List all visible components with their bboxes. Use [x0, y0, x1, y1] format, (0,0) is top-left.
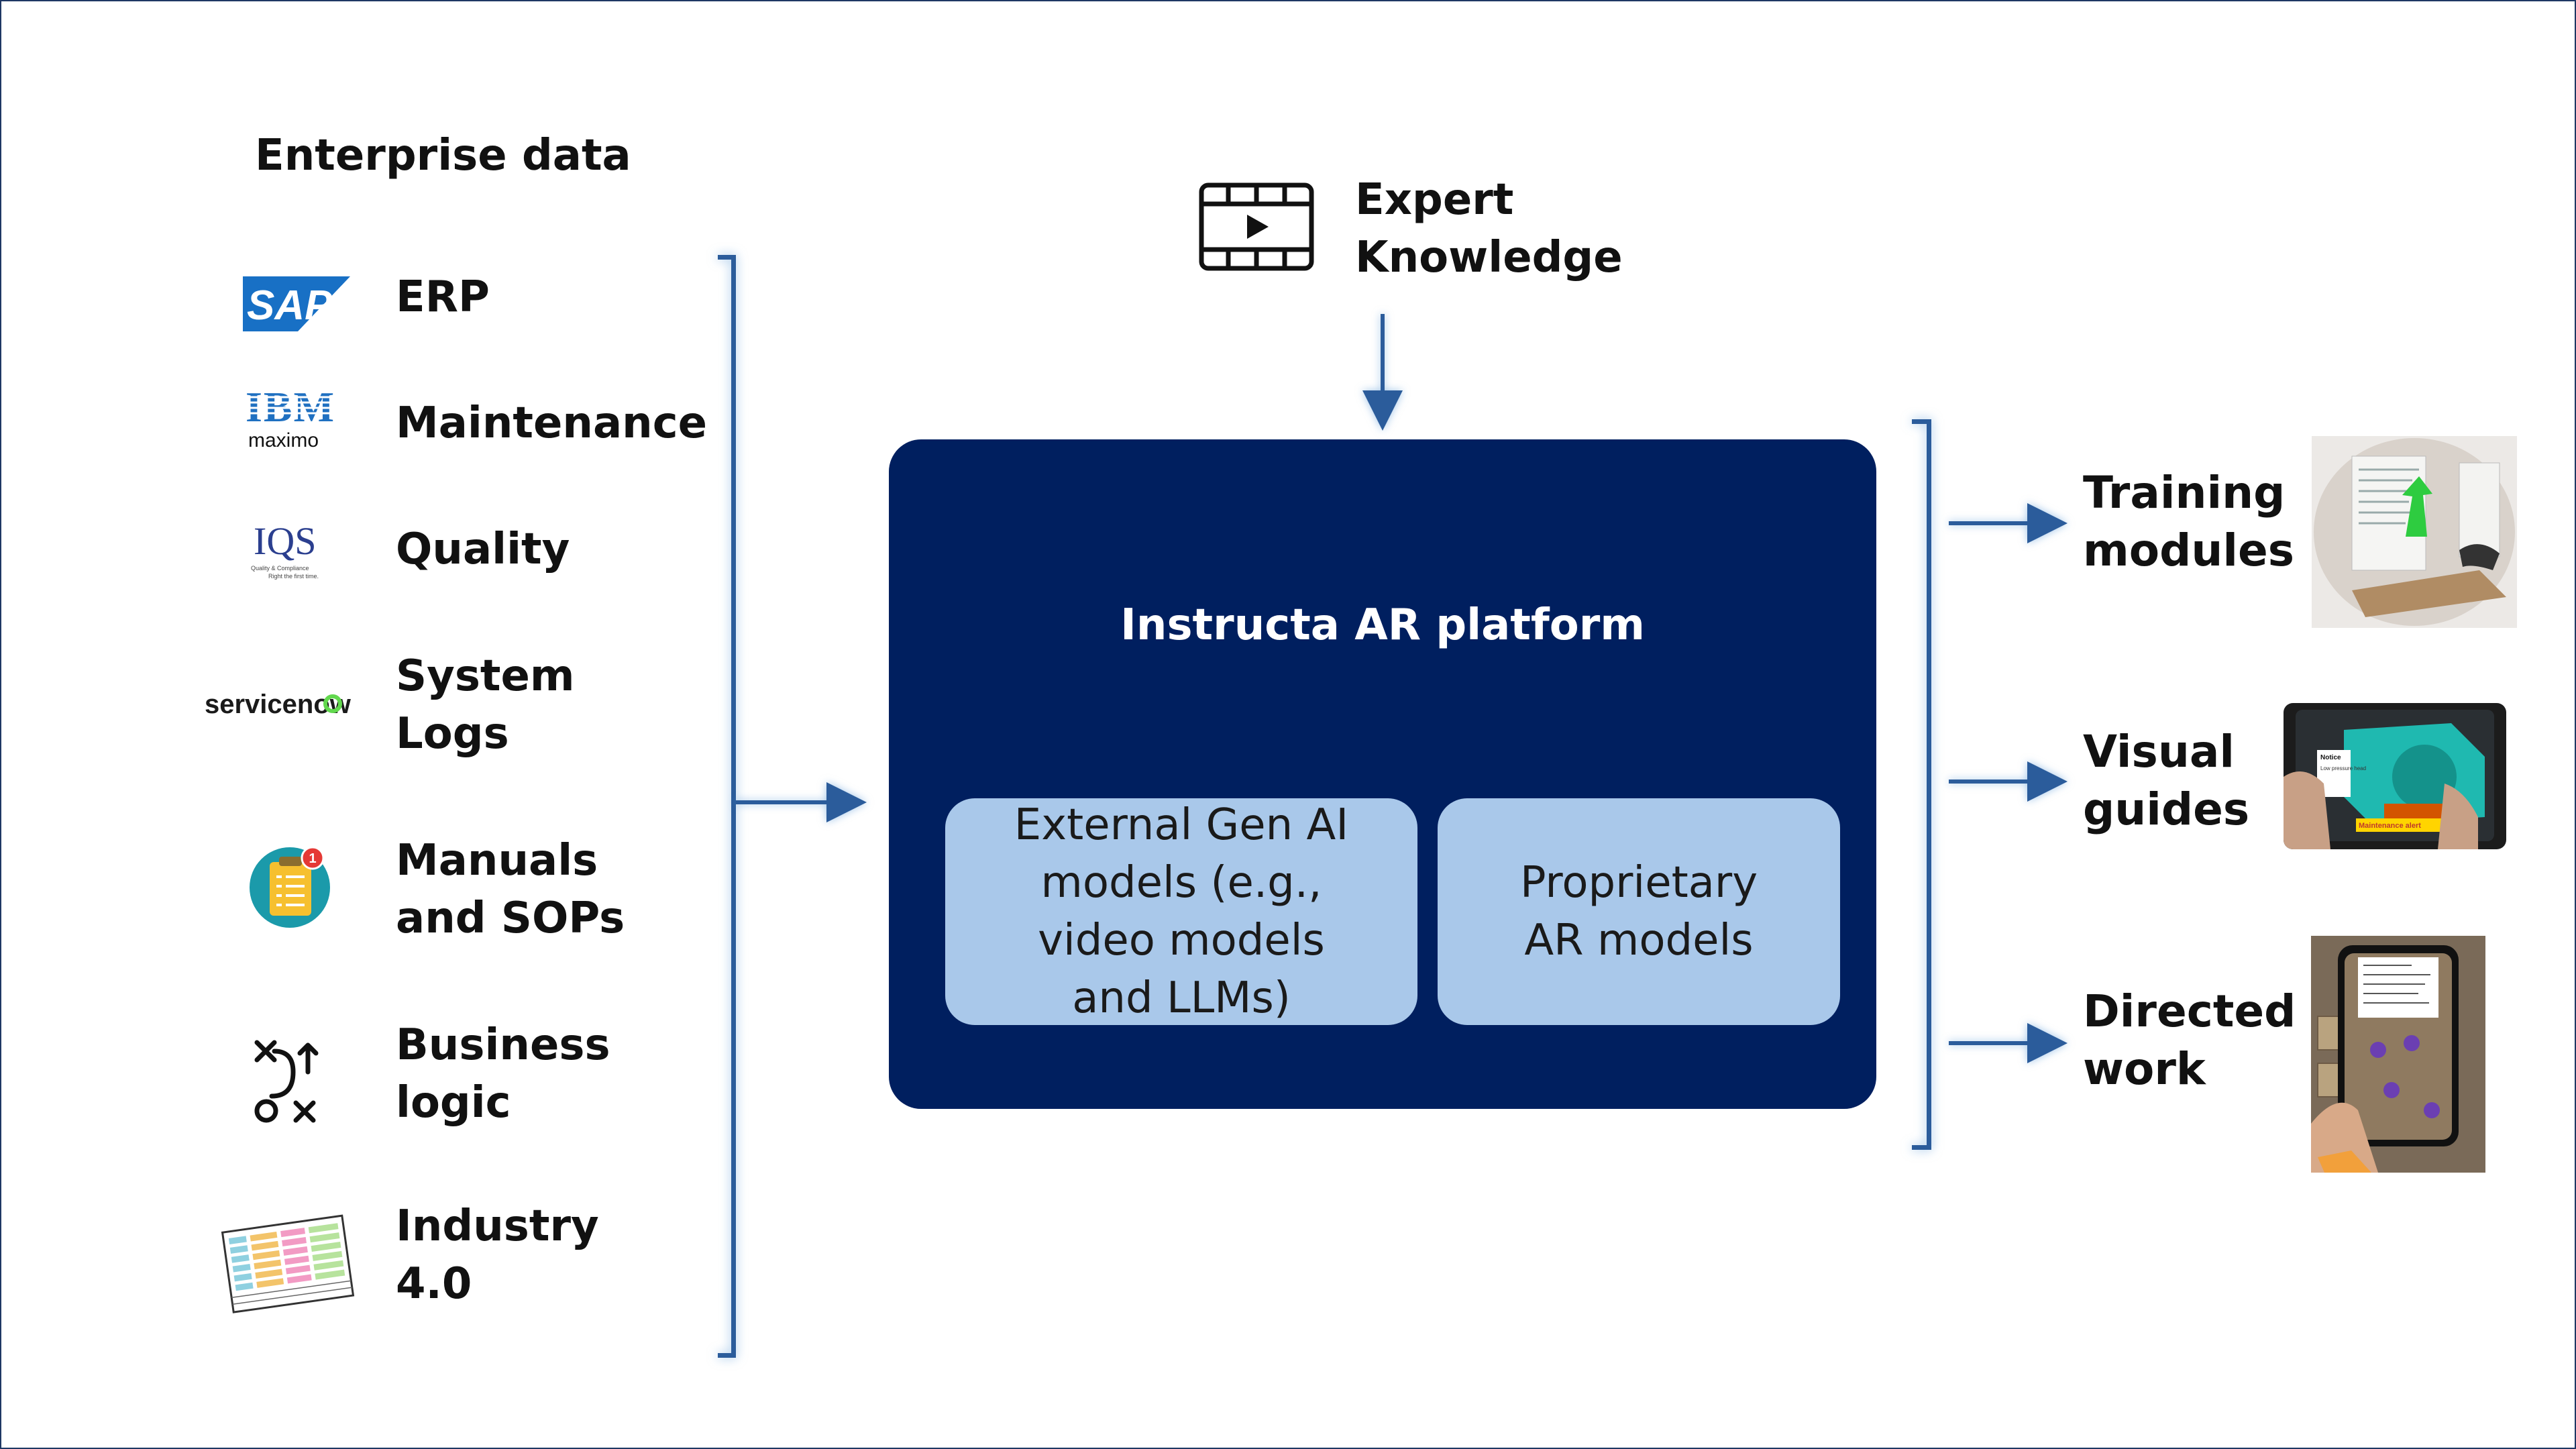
proprietary-ar-models-label: Proprietary AR models — [1519, 858, 1758, 965]
iqs-logo-subtext: Quality & Compliance — [251, 565, 309, 572]
sources-bracket — [718, 255, 736, 1358]
sap-logo: SAP — [243, 276, 350, 331]
warehouse-phone-photo — [2311, 936, 2485, 1173]
clipboard-notification-icon: 1 — [250, 846, 330, 928]
sap-logo-text: SAP — [247, 282, 333, 329]
source-label-quality: Quality — [396, 525, 570, 574]
ar-training-photo — [2312, 436, 2517, 628]
external-genai-models-label: External Gen AI models (e.g., video mode… — [1014, 800, 1349, 1023]
ibm-maximo-logo: IBM maximo — [243, 383, 343, 451]
platform-title: Instructa AR platform — [1120, 600, 1645, 650]
maximo-logo-text: maximo — [248, 429, 319, 451]
proprietary-ar-models-box: Proprietary AR models — [1438, 798, 1840, 1025]
iqs-logo-text: IQS — [254, 519, 316, 563]
badge-count: 1 — [309, 851, 316, 866]
iqs-logo: IQS Quality & Compliance Right the first… — [251, 519, 319, 580]
tablet-notice-text: Notice — [2320, 754, 2341, 761]
spreadsheet-icon — [221, 1214, 355, 1313]
flow-logic-icon — [254, 1040, 319, 1123]
source-label-erp: ERP — [396, 272, 490, 322]
output-label-training: Training modules — [2083, 467, 2295, 576]
source-label-business-logic: Business logic — [396, 1020, 610, 1128]
tablet-detail-text: Low pressure head — [2320, 765, 2366, 771]
source-label-industry: Industry 4.0 — [396, 1201, 599, 1309]
expert-knowledge-label: Expert Knowledge — [1355, 175, 1623, 282]
instructa-platform-box: Instructa AR platform External Gen AI mo… — [889, 439, 1876, 1109]
servicenow-logo: servicenow — [205, 690, 352, 719]
video-play-icon — [1199, 182, 1314, 271]
source-label-system-logs: System Logs — [396, 651, 575, 759]
output-label-visual: Visual guides — [2083, 726, 2250, 835]
tablet-maintenance-alert-photo: Notice Low pressure head Maintenance ale… — [2284, 703, 2506, 849]
enterprise-data-title: Enterprise data — [255, 131, 631, 180]
outputs-bracket — [1912, 419, 1931, 1150]
source-label-manuals: Manuals and SOPs — [396, 836, 625, 943]
external-genai-models-box: External Gen AI models (e.g., video mode… — [945, 798, 1417, 1025]
svg-text:Right the first time.: Right the first time. — [268, 573, 319, 580]
tablet-alert-text: Maintenance alert — [2359, 822, 2421, 830]
output-label-directed: Directed work — [2083, 985, 2296, 1095]
source-label-maintenance: Maintenance — [396, 398, 708, 448]
